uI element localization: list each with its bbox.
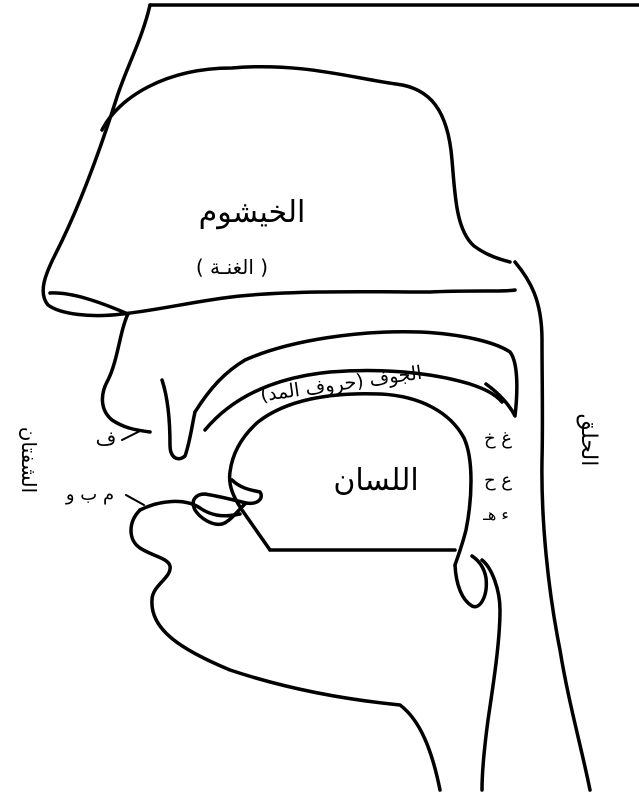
label-ghunna: ( الغنـة ) (196, 255, 268, 279)
fa-leader (122, 430, 142, 440)
label-meem-ba-waw: م ب و (65, 484, 114, 505)
lower-teeth (193, 480, 261, 524)
label-shafatan: الشفتان (17, 427, 41, 493)
label-lisan: اللسان (333, 463, 418, 498)
label-fa: ف (96, 426, 117, 450)
label-halq: الحلق (576, 414, 601, 467)
nasal-cavity (102, 67, 510, 262)
label-halq-upper: غ خ (484, 428, 512, 449)
chin-neck (131, 510, 440, 790)
label-jawf: الجوف (حروف المد) (259, 362, 423, 406)
upper-lip (102, 314, 150, 432)
epiglottis (455, 556, 486, 607)
throat-back-wall (515, 262, 590, 790)
upper-teeth (162, 380, 195, 459)
label-halq-middle: ع ح (484, 470, 512, 491)
label-halq-lower: ء هـ (482, 505, 509, 524)
mbw-leader (126, 495, 144, 505)
lower-lip (140, 501, 240, 515)
head-outline (43, 5, 515, 316)
label-khayshum: الخيشوم (199, 195, 306, 230)
